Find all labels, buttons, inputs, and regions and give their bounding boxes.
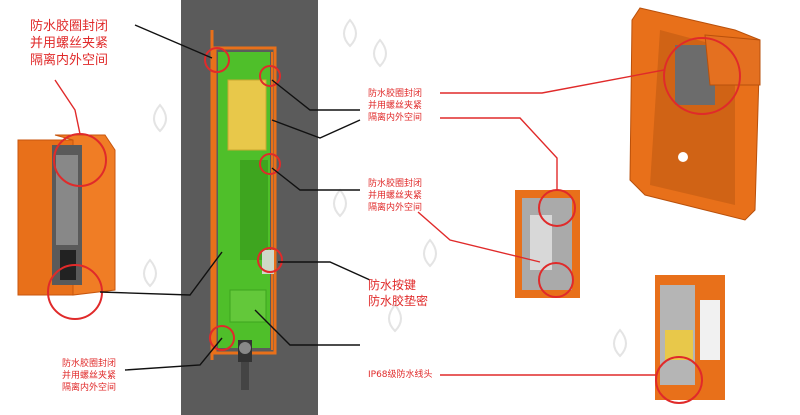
- circuit-board-shade: [240, 160, 268, 260]
- label-line: 防水胶圈封闭: [62, 359, 117, 369]
- label-line: 防水胶圈封闭: [368, 179, 423, 189]
- label-mid-middle: 防水胶圈封闭 并用螺丝夹紧 隔离内外空间: [368, 178, 422, 214]
- bottom-module: [229, 289, 267, 323]
- left-product-image: [17, 134, 116, 296]
- label-line: 防水按键: [368, 278, 417, 292]
- cable-connector: [238, 340, 252, 390]
- label-bottom-left: 防水胶圈封闭 并用螺丝夹紧 隔离内外空间: [62, 358, 116, 394]
- label-button-seal: 防水按键 防水胶垫密: [368, 277, 428, 309]
- label-line: 防水胶圈封闭: [30, 19, 109, 34]
- label-line: 隔离内外空间: [368, 203, 423, 213]
- bottom-right-detail-image: [655, 275, 725, 400]
- label-line: 并用螺丝夹紧: [30, 36, 109, 51]
- label-line: 并用螺丝夹紧: [368, 101, 423, 111]
- highlight-circles: [47, 37, 741, 404]
- label-line: 并用螺丝夹紧: [62, 371, 117, 381]
- label-top-left: 防水胶圈封闭 并用螺丝夹紧 隔离内外空间: [30, 18, 108, 69]
- label-line: 并用螺丝夹紧: [368, 191, 423, 201]
- label-mid-top: 防水胶圈封闭 并用螺丝夹紧 隔离内外空间: [368, 88, 422, 124]
- label-line: 隔离内外空间: [368, 113, 423, 123]
- button-part: [262, 250, 274, 274]
- leader-lines-black: [99, 24, 371, 371]
- label-line: 隔离内外空间: [30, 53, 109, 68]
- label-line: 防水胶垫密: [368, 294, 429, 308]
- mid-right-detail-image: [515, 190, 580, 298]
- battery-block: [227, 79, 267, 151]
- label-line: 隔离内外空间: [62, 383, 117, 393]
- leader-lines-red: [54, 69, 665, 376]
- label-connector: IP68级防水线头: [368, 370, 433, 380]
- label-line: 防水胶圈封闭: [368, 89, 423, 99]
